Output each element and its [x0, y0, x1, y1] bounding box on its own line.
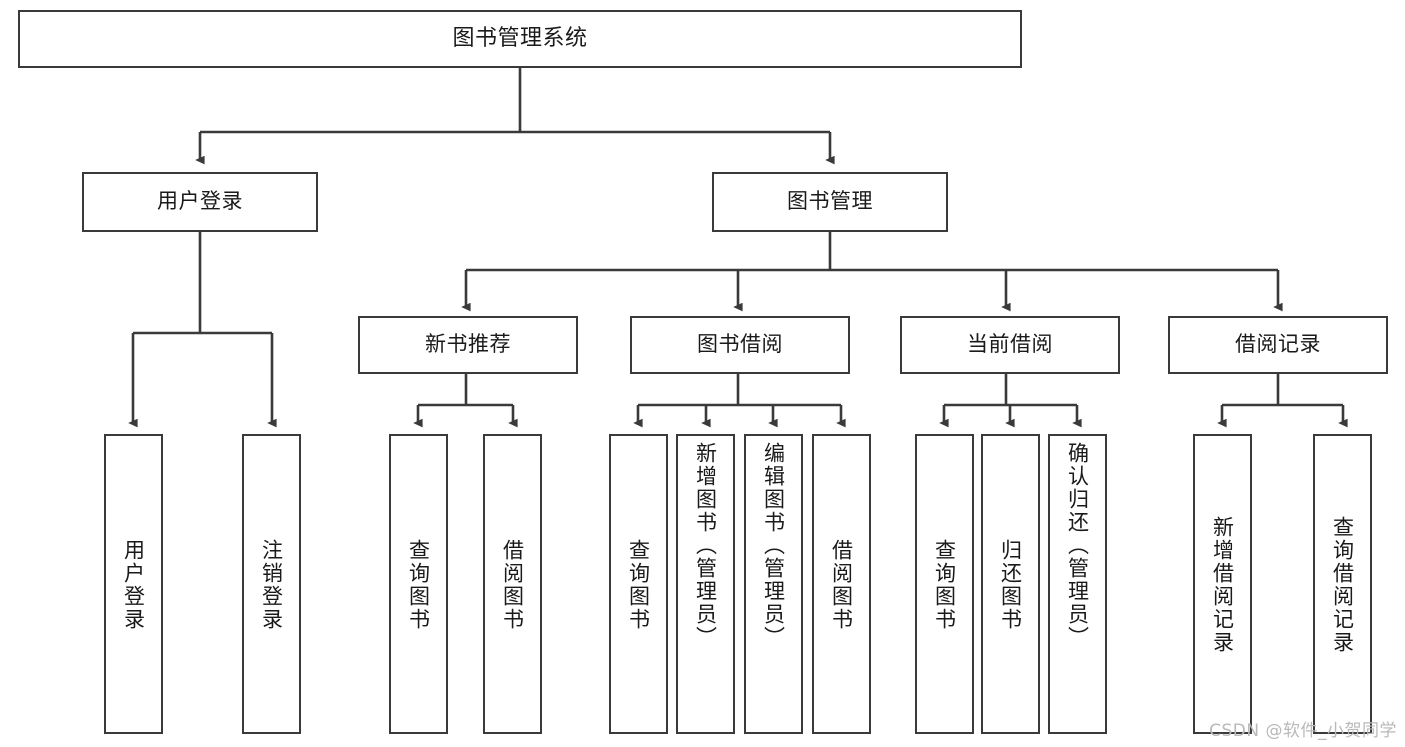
node-label: 用户登录 [121, 539, 146, 631]
leaf-edit-book-admin[interactable]: 编辑图书（管理员） [744, 434, 803, 734]
node-label: 借阅记录 [1235, 332, 1321, 357]
leaf-query-book-recommend[interactable]: 查询图书 [389, 434, 448, 734]
node-label: 新增借阅记录 [1210, 516, 1235, 654]
node-label: 查询图书 [406, 539, 431, 631]
node-label: 当前借阅 [967, 332, 1053, 357]
node-label: 新增图书（管理员） [693, 442, 718, 649]
node-label: 用户登录 [157, 189, 243, 214]
node-book-borrow[interactable]: 图书借阅 [630, 316, 850, 374]
node-book-management[interactable]: 图书管理 [712, 172, 948, 232]
node-label: 查询图书 [932, 539, 957, 631]
node-label: 借阅图书 [500, 539, 525, 631]
node-label: 查询借阅记录 [1330, 516, 1355, 654]
leaf-query-book-borrow[interactable]: 查询图书 [609, 434, 668, 734]
node-label: 编辑图书（管理员） [761, 442, 786, 649]
node-borrow-record[interactable]: 借阅记录 [1168, 316, 1388, 374]
node-current-borrow[interactable]: 当前借阅 [900, 316, 1120, 374]
node-label: 确认归还（管理员） [1065, 442, 1090, 649]
leaf-add-book-admin[interactable]: 新增图书（管理员） [676, 434, 735, 734]
leaf-query-book-current[interactable]: 查询图书 [915, 434, 974, 734]
leaf-return-book[interactable]: 归还图书 [981, 434, 1040, 734]
leaf-borrow-book[interactable]: 借阅图书 [812, 434, 871, 734]
leaf-user-login[interactable]: 用户登录 [104, 434, 163, 734]
leaf-logout-login[interactable]: 注销登录 [242, 434, 301, 734]
csdn-watermark: CSDN @软件_小贺同学 [1209, 721, 1397, 741]
node-label: 新书推荐 [425, 332, 511, 357]
node-label: 归还图书 [998, 539, 1023, 631]
node-root-book-management-system[interactable]: 图书管理系统 [18, 10, 1022, 68]
leaf-query-borrow-record[interactable]: 查询借阅记录 [1313, 434, 1372, 734]
node-label: 查询图书 [626, 539, 651, 631]
node-label: 图书管理系统 [452, 25, 588, 51]
leaf-confirm-return-admin[interactable]: 确认归还（管理员） [1048, 434, 1107, 734]
leaf-add-borrow-record[interactable]: 新增借阅记录 [1193, 434, 1252, 734]
node-label: 借阅图书 [829, 539, 854, 631]
node-label: 图书借阅 [697, 332, 783, 357]
node-label: 注销登录 [259, 539, 284, 631]
node-new-book-recommend[interactable]: 新书推荐 [358, 316, 578, 374]
node-user-login[interactable]: 用户登录 [82, 172, 318, 232]
leaf-borrow-book-recommend[interactable]: 借阅图书 [483, 434, 542, 734]
node-label: 图书管理 [787, 189, 873, 214]
